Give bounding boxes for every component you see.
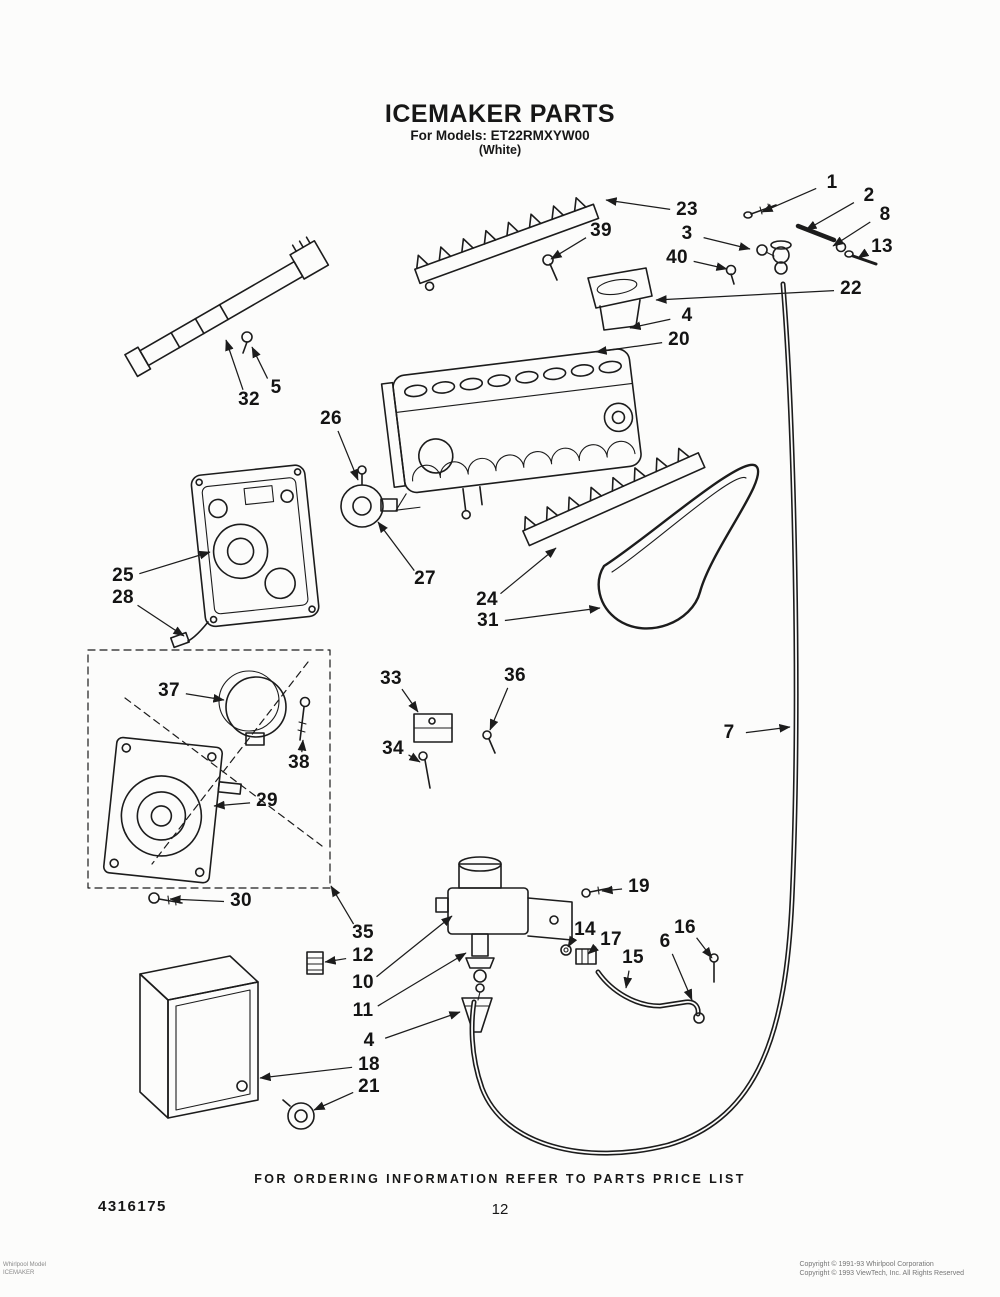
bracket-art — [413, 713, 496, 789]
leader-line-20 — [595, 341, 663, 355]
leader-line-15 — [623, 970, 633, 989]
leader-line-23 — [605, 197, 671, 211]
leader-line-16 — [696, 937, 713, 959]
ice-mold-art — [380, 348, 642, 520]
copyright-block: Copyright © 1991-93 Whirlpool Corporatio… — [799, 1260, 964, 1279]
fill-funnel-art — [461, 997, 493, 1033]
fitting-art — [560, 944, 597, 965]
leader-line-17 — [587, 943, 599, 955]
screw-38-art — [297, 696, 311, 741]
wiring-harness-art — [124, 236, 330, 378]
leader-line-36 — [489, 687, 509, 731]
wire-bail-art — [597, 463, 760, 630]
leader-line-30 — [169, 895, 225, 904]
leader-line-28 — [137, 604, 185, 637]
copyright-line-1: Copyright © 1991-93 Whirlpool Corporatio… — [799, 1261, 934, 1268]
color-line: (White) — [478, 143, 522, 158]
module-lead-art — [169, 621, 209, 649]
leader-line-12 — [324, 955, 347, 965]
leader-line-5 — [251, 346, 269, 379]
leader-line-19 — [601, 885, 623, 895]
leader-line-2 — [805, 202, 855, 231]
leader-line-32 — [225, 339, 244, 390]
leader-line-31 — [504, 605, 601, 622]
fill-tube-art — [469, 240, 799, 1156]
title-block: ICEMAKER PARTS For Models: ET22RMXYW00 (… — [0, 100, 1000, 157]
water-valve-art — [435, 856, 573, 1001]
fill-cup-art — [587, 267, 653, 331]
margin-note: Whirlpool Model ICEMAKER — [3, 1262, 46, 1278]
leader-line-29 — [213, 800, 251, 810]
leader-line-40 — [693, 260, 728, 271]
document-number: 4316175 — [98, 1198, 167, 1215]
leader-line-37 — [185, 693, 225, 703]
screw-39-art — [542, 254, 558, 281]
leader-line-39 — [550, 237, 587, 260]
leader-line-25 — [139, 550, 211, 575]
outlet-tube-art — [595, 953, 719, 1024]
leader-line-3 — [703, 236, 751, 251]
shield-comb-art — [522, 447, 706, 547]
models-line: For Models: ET22RMXYW00 — [410, 128, 590, 143]
coupler-art — [340, 465, 398, 528]
page-number: 12 — [491, 1201, 509, 1218]
leader-line-27 — [377, 521, 415, 572]
margin-note-line-2: ICEMAKER — [3, 1269, 35, 1276]
leader-line-10 — [376, 915, 453, 978]
mounting-plate-art — [102, 736, 242, 884]
harness-clip-art — [241, 331, 253, 354]
leader-line-14 — [567, 935, 578, 948]
ordering-note: FOR ORDERING INFORMATION REFER TO PARTS … — [254, 1172, 746, 1186]
leader-line-38 — [297, 739, 307, 753]
leader-line-8 — [832, 221, 871, 247]
page-title: ICEMAKER PARTS — [384, 100, 616, 128]
leader-line-18 — [259, 1066, 353, 1082]
control-module-art — [190, 464, 320, 628]
screw-19-art — [581, 886, 611, 898]
grommet-art — [306, 951, 324, 975]
kit-boundary-art — [87, 649, 331, 889]
ice-stripper-art — [414, 197, 600, 292]
thumbscrew-art — [282, 1099, 315, 1130]
leader-line-21 — [313, 1091, 354, 1111]
leader-line-26 — [337, 430, 359, 481]
leader-line-24 — [500, 547, 557, 595]
leader-line-4 — [629, 318, 671, 331]
leader-lines — [137, 187, 871, 1111]
leader-line-33 — [401, 688, 419, 713]
top-hardware-art — [725, 203, 878, 285]
leader-line-34 — [408, 752, 421, 763]
leader-line-4 — [384, 1011, 461, 1039]
margin-note-line-1: Whirlpool Model — [3, 1262, 47, 1268]
leader-line-35 — [330, 885, 355, 925]
leader-line-1 — [761, 187, 817, 213]
leader-line-11 — [377, 952, 467, 1007]
leader-line-13 — [857, 248, 870, 259]
leader-line-6 — [671, 953, 693, 1001]
leader-line-7 — [745, 724, 791, 734]
ice-container-art — [139, 955, 259, 1119]
copyright-line-2: Copyright © 1993 ViewTech, Inc. All Righ… — [799, 1270, 964, 1278]
leader-line-22 — [655, 289, 835, 304]
